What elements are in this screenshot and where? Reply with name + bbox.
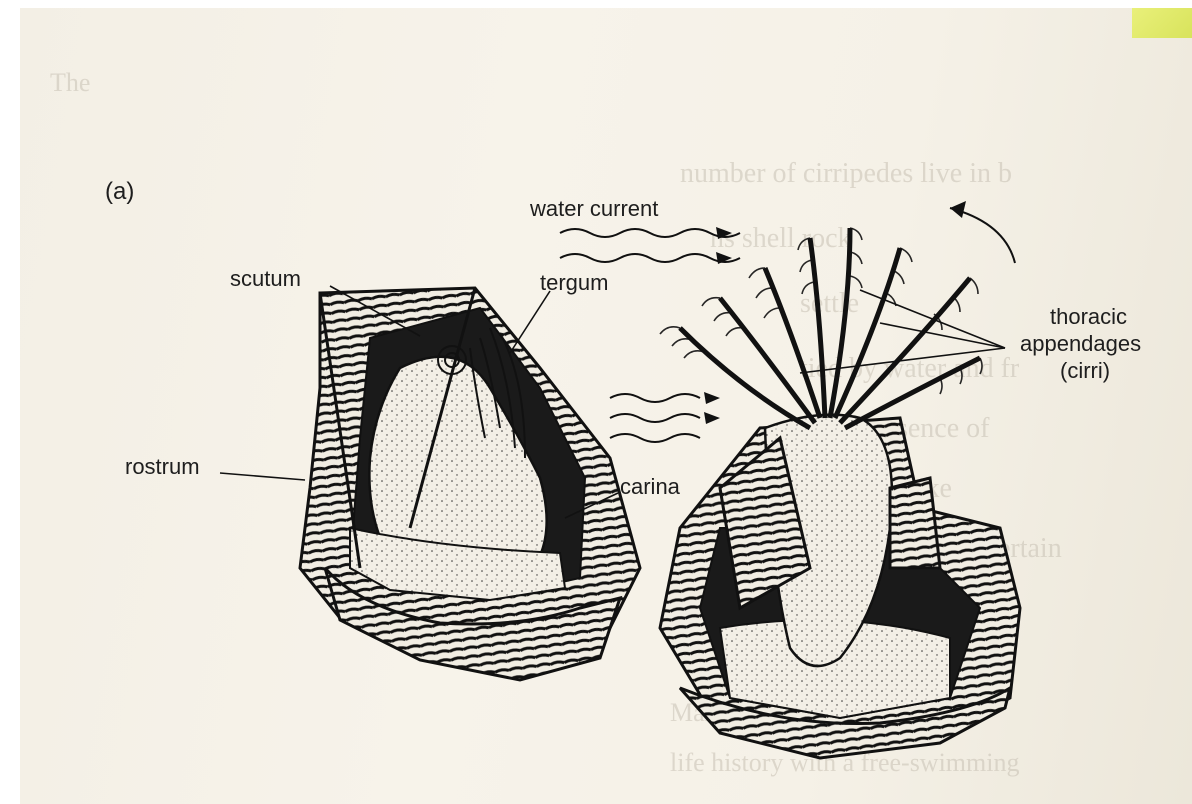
water-current-arrows-lower bbox=[610, 394, 700, 442]
rostrum-leader bbox=[220, 473, 305, 480]
right-barnacle bbox=[660, 228, 1020, 758]
cirri-label: (cirri) bbox=[1060, 358, 1110, 384]
scutum-label: scutum bbox=[230, 266, 301, 292]
movement-arrow bbox=[950, 208, 1015, 263]
left-barnacle bbox=[300, 288, 640, 680]
tergum-leader bbox=[510, 291, 550, 353]
barnacle-diagram bbox=[20, 8, 1192, 804]
appendages-label: appendages bbox=[1020, 331, 1141, 357]
rostrum-label: rostrum bbox=[125, 454, 200, 480]
cirri-leader-1 bbox=[860, 290, 1005, 348]
thoracic-label: thoracic bbox=[1050, 304, 1127, 330]
tergum-label: tergum bbox=[540, 270, 608, 296]
panel-label: (a) bbox=[105, 178, 134, 206]
water-current-arrows-upper bbox=[560, 229, 740, 262]
water-current-label: water current bbox=[530, 196, 658, 222]
carina-label: carina bbox=[620, 474, 680, 500]
book-page: The number of cirripedes live in b ns sh… bbox=[20, 8, 1192, 804]
